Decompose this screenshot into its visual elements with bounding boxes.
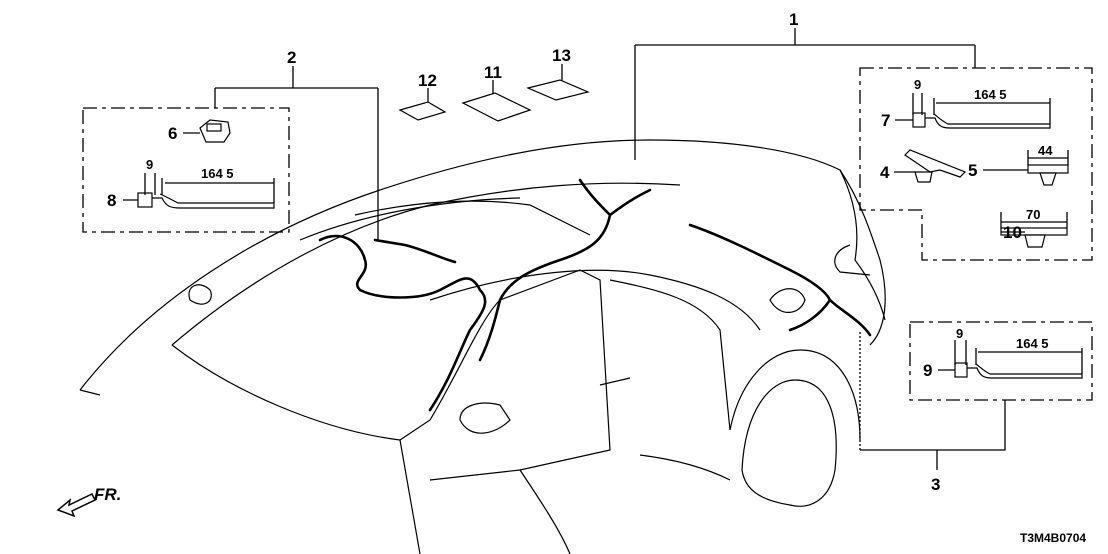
callout-12: 12 xyxy=(418,71,437,90)
clip-5 xyxy=(1027,150,1069,186)
dimension-label: 164 5 xyxy=(974,87,1007,102)
clip-6 xyxy=(199,119,231,143)
callout-3: 3 xyxy=(931,475,940,494)
leader-lines xyxy=(214,28,1006,470)
front-arrow-icon xyxy=(56,493,97,518)
diagram-code: T3M4B0704 xyxy=(1020,531,1086,545)
clip-tie-8 xyxy=(137,173,275,209)
dimension-label: 164 5 xyxy=(1016,336,1049,351)
dimension-label: 9 xyxy=(914,77,921,92)
rear-harness xyxy=(688,223,872,337)
front-direction-indicator: FR. xyxy=(56,485,121,518)
main-harness xyxy=(478,178,652,362)
roof-harness-branch xyxy=(373,238,457,264)
callout-11: 11 xyxy=(484,63,502,82)
dimension-label: 44 xyxy=(1038,143,1053,158)
pad-12 xyxy=(398,101,447,121)
roof-harness xyxy=(318,234,487,412)
callout-2: 2 xyxy=(287,48,296,67)
callout-4: 4 xyxy=(880,163,890,182)
harness-drawings xyxy=(318,178,872,412)
pad-11 xyxy=(461,92,532,122)
group-box-3 xyxy=(909,321,1093,401)
clip-tie-7 xyxy=(912,93,1051,129)
callout-7: 7 xyxy=(881,111,890,130)
callout-6: 6 xyxy=(168,124,177,143)
clip-4 xyxy=(904,149,967,183)
dimension-label: 9 xyxy=(956,326,963,341)
pad-13 xyxy=(526,79,590,101)
dimension-label: 70 xyxy=(1026,207,1040,222)
callout-10: 10 xyxy=(1003,223,1022,242)
group-box-2 xyxy=(82,107,290,233)
dimension-label: 164 5 xyxy=(201,166,234,181)
callout-1: 1 xyxy=(789,10,798,29)
callout-5: 5 xyxy=(968,161,977,180)
callout-13: 13 xyxy=(552,46,571,65)
dimension-label: 9 xyxy=(146,157,153,172)
callout-9: 9 xyxy=(923,361,932,380)
callout-8: 8 xyxy=(107,191,116,210)
group-box-1 xyxy=(859,67,1093,261)
car-outline xyxy=(79,139,886,554)
front-label: FR. xyxy=(94,485,121,504)
